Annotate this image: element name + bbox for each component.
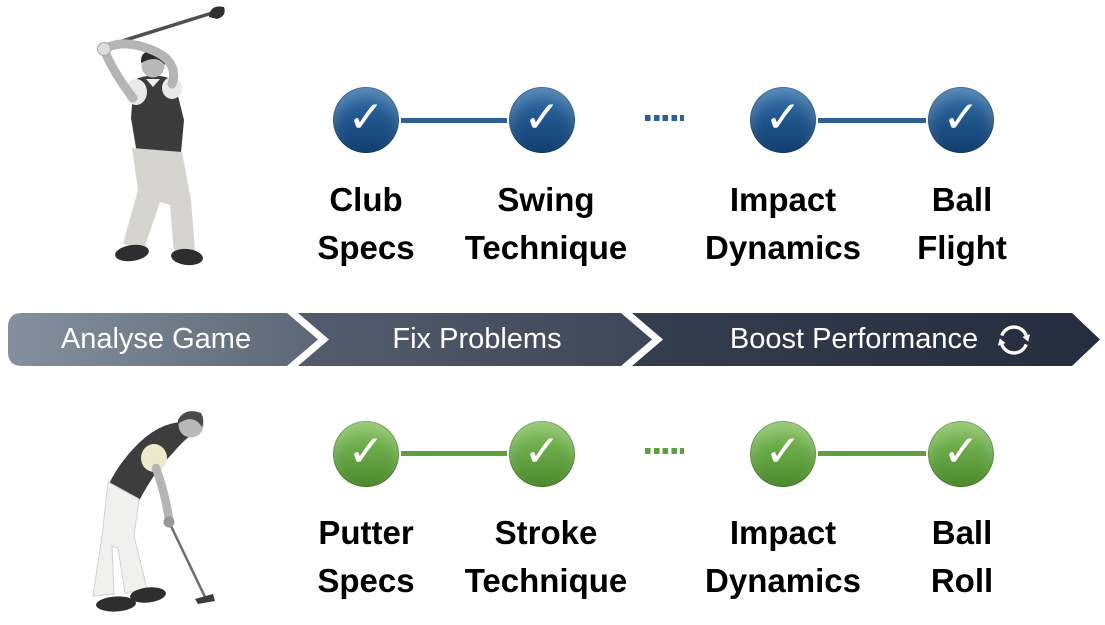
step-node-putter-specs: ✓ <box>333 421 399 487</box>
step-node-club-specs: ✓ <box>333 87 399 153</box>
check-icon: ✓ <box>523 425 561 477</box>
golfer-shoe <box>115 244 149 262</box>
step-label-line: Stroke <box>494 514 598 551</box>
banner-label-analyse-game: Analyse Game <box>60 323 252 355</box>
connector-line <box>818 451 926 456</box>
step-label-line: Technique <box>464 229 628 266</box>
step-label-ball-flight: Ball Flight <box>842 176 1082 272</box>
step-label-line: Swing <box>497 181 595 218</box>
club-head <box>209 6 225 19</box>
step-node-swing-technique: ✓ <box>509 87 575 153</box>
check-icon: ✓ <box>942 91 980 143</box>
shirt-sleeve <box>141 444 167 472</box>
golfer-shoe <box>171 248 203 266</box>
step-node-stroke-technique: ✓ <box>509 421 575 487</box>
connector-line <box>818 118 926 123</box>
golfer-arm <box>100 47 138 103</box>
step-label-line: Ball <box>931 514 993 551</box>
step-label-putter-specs: Putter Specs <box>246 509 486 605</box>
step-label-stroke-technique: Stroke Technique <box>426 509 666 605</box>
check-icon: ✓ <box>942 425 980 477</box>
step-label-line: Dynamics <box>705 229 861 266</box>
step-label-swing-technique: Swing Technique <box>426 176 666 272</box>
step-label-line: Dynamics <box>705 562 861 599</box>
connector-line <box>401 118 507 123</box>
shirt-collar <box>146 79 160 87</box>
check-icon: ✓ <box>764 425 802 477</box>
check-icon: ✓ <box>347 425 385 477</box>
golfer-hands <box>163 516 175 528</box>
check-icon: ✓ <box>347 91 385 143</box>
banner-label-text: Boost Performance <box>729 323 979 355</box>
step-node-impact-dynamics-swing: ✓ <box>750 87 816 153</box>
putter-shaft <box>168 523 207 598</box>
step-label-line: Flight <box>917 229 1007 266</box>
connector-line <box>401 451 507 456</box>
banner-segment-analyse-game <box>8 313 318 366</box>
step-label-line: Impact <box>729 514 837 551</box>
step-label-line: Club <box>329 181 403 218</box>
golfer-shoe <box>130 587 166 603</box>
golfer-shoe <box>96 596 136 612</box>
banner-label-fix-problems: Fix Problems <box>392 323 562 355</box>
golfer-arm <box>151 463 174 524</box>
putter-head <box>195 594 215 604</box>
step-node-impact-dynamics-putting: ✓ <box>750 421 816 487</box>
refresh-icon <box>998 324 1031 355</box>
golfer-arm <box>102 39 178 89</box>
golfer-pants <box>123 148 195 253</box>
step-label-ball-roll: Ball Roll <box>842 509 1082 605</box>
step-label-line: Roll <box>930 562 994 599</box>
step-label-impact-dynamics-swing: Impact Dynamics <box>663 176 903 272</box>
golfer-pants <box>92 481 148 597</box>
step-label-club-specs: Club Specs <box>246 176 486 272</box>
golfer-hair <box>178 411 204 427</box>
step-node-ball-flight: ✓ <box>928 87 994 153</box>
check-icon: ✓ <box>764 91 802 143</box>
connector-dotted <box>645 448 684 454</box>
step-label-line: Specs <box>317 562 415 599</box>
banner-label-boost-performance: Boost Performance <box>663 313 1100 366</box>
golfer-glove <box>97 42 111 56</box>
step-node-ball-roll: ✓ <box>928 421 994 487</box>
check-icon: ✓ <box>523 91 561 143</box>
step-label-line: Technique <box>464 562 628 599</box>
connector-dotted <box>645 115 684 121</box>
step-label-line: Putter <box>318 514 414 551</box>
banner-segment-boost-performance <box>632 313 1100 366</box>
step-label-impact-dynamics-putting: Impact Dynamics <box>663 509 903 605</box>
step-label-line: Specs <box>317 229 415 266</box>
process-arrow-banner <box>8 313 1100 366</box>
golfer-head <box>141 54 165 78</box>
step-label-line: Ball <box>931 181 993 218</box>
golfer-swing-image <box>97 6 225 266</box>
step-label-line: Impact <box>729 181 837 218</box>
golfer-putting-image <box>92 411 215 612</box>
banner-segment-fix-problems <box>298 313 652 366</box>
